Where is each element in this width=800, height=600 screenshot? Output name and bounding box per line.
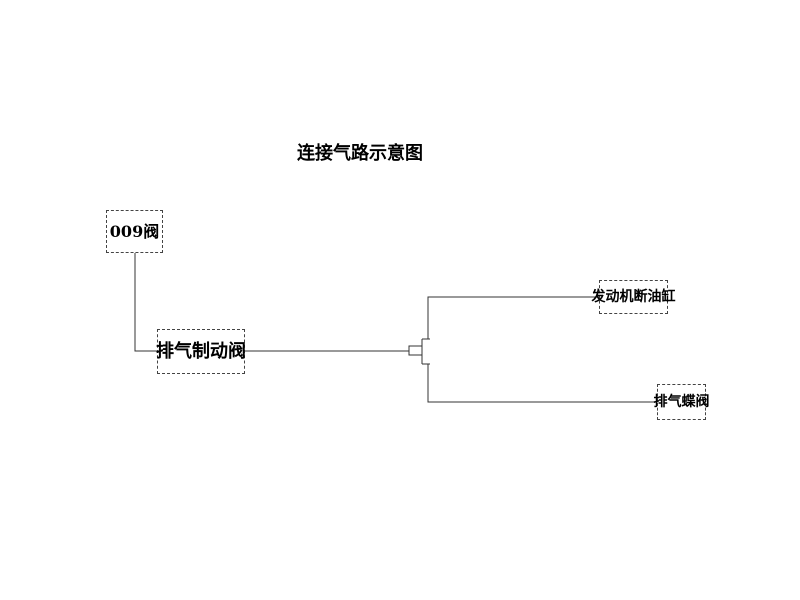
valve-009-label: 009阀: [109, 221, 160, 241]
exhaust-brake-valve-box: 排气制动阀: [156, 329, 246, 374]
line-tee-to-exhaust-butterfly: [427, 364, 657, 403]
engine-cutoff-cylinder-label: 发动机断油缸: [591, 289, 676, 305]
engine-cutoff-cylinder-box: 发动机断油缸: [592, 280, 676, 314]
valve-009-box: 009阀: [106, 210, 163, 253]
line-009-to-exhaust-brake: [134, 253, 157, 352]
exhaust-butterfly-valve-label: 排气蝶阀: [653, 394, 710, 410]
exhaust-brake-valve-label: 排气制动阀: [156, 340, 246, 362]
tee-fitting: [408, 345, 423, 356]
diagram-title: 连接气路示意图: [297, 143, 423, 164]
exhaust-butterfly-valve-box: 排气蝶阀: [654, 384, 710, 420]
line-tee-to-engine-cutoff: [427, 296, 599, 339]
